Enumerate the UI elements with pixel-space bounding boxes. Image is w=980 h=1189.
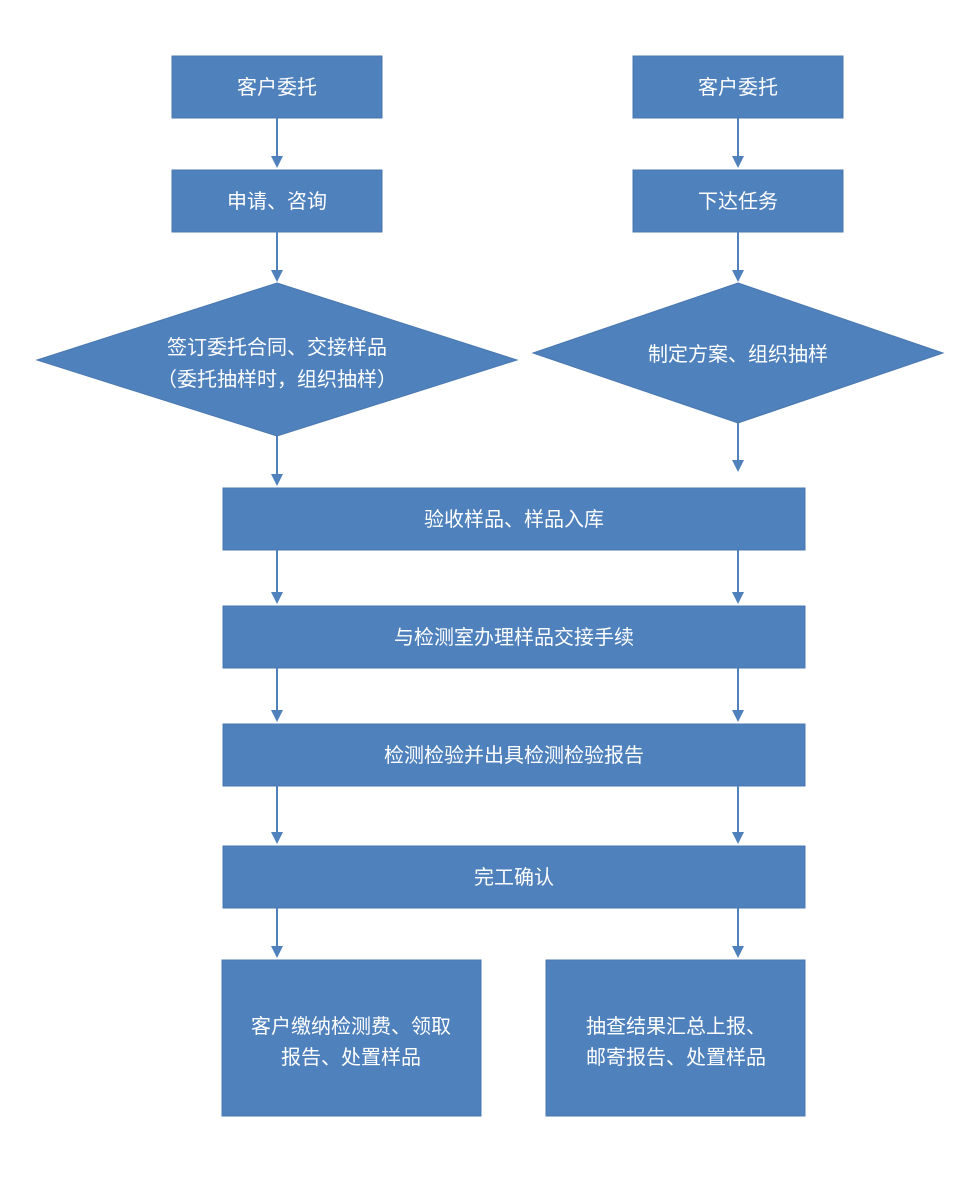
node-right-issue-task: 下达任务: [632, 169, 844, 233]
connector-arrow: [271, 232, 283, 282]
node-right-client-entrust: 客户委托: [632, 55, 844, 119]
node-label: 验收样品、样品入库: [424, 507, 604, 531]
connector-arrow: [732, 668, 744, 722]
node-label: 客户委托: [698, 75, 778, 99]
connector-arrow: [732, 786, 744, 844]
node-label: 申请、咨询: [227, 189, 327, 213]
node-left-end: 客户缴纳检测费、领取 报告、处置样品: [221, 959, 482, 1117]
node-inspection-report: 检测检验并出具检测检验报告: [222, 723, 806, 787]
node-label: 与检测室办理样品交接手续: [394, 625, 634, 649]
node-label: 完工确认: [474, 865, 554, 889]
connector-arrow: [271, 118, 283, 168]
node-label: 制定方案、组织抽样: [648, 342, 828, 366]
connector-arrow: [271, 550, 283, 604]
connector-arrow: [271, 668, 283, 722]
node-label-line1: 客户缴纳检测费、领取: [251, 1014, 451, 1038]
node-label-line1: 签订委托合同、交接样品: [167, 335, 387, 359]
connector-arrow: [732, 118, 744, 168]
node-right-end: 抽查结果汇总上报、 邮寄报告、处置样品: [545, 959, 806, 1117]
node-label-line2: 邮寄报告、处置样品: [586, 1045, 766, 1069]
connector-arrow: [732, 908, 744, 958]
node-completion-confirm: 完工确认: [222, 845, 806, 909]
node-label-line2: （委托抽样时，组织抽样）: [157, 367, 397, 391]
node-label-line2: 报告、处置样品: [281, 1045, 421, 1069]
node-right-plan-sampling-decision: 制定方案、组织抽样: [531, 282, 945, 424]
connector-arrow: [732, 550, 744, 604]
node-label-line1: 抽查结果汇总上报、: [586, 1014, 766, 1038]
connector-arrow: [732, 232, 744, 282]
node-left-client-entrust: 客户委托: [171, 55, 383, 119]
node-label: 检测检验并出具检测检验报告: [384, 743, 644, 767]
node-left-apply-consult: 申请、咨询: [171, 169, 383, 233]
node-accept-samples: 验收样品、样品入库: [222, 487, 806, 551]
node-lab-handover: 与检测室办理样品交接手续: [222, 605, 806, 669]
connector-arrow: [732, 423, 744, 472]
connector-arrow: [271, 786, 283, 844]
connector-arrow: [271, 436, 283, 486]
node-label: 下达任务: [698, 189, 778, 213]
node-left-sign-contract-decision: 签订委托合同、交接样品 （委托抽样时，组织抽样）: [35, 282, 519, 437]
connector-arrow: [271, 908, 283, 958]
node-label: 客户委托: [237, 75, 317, 99]
